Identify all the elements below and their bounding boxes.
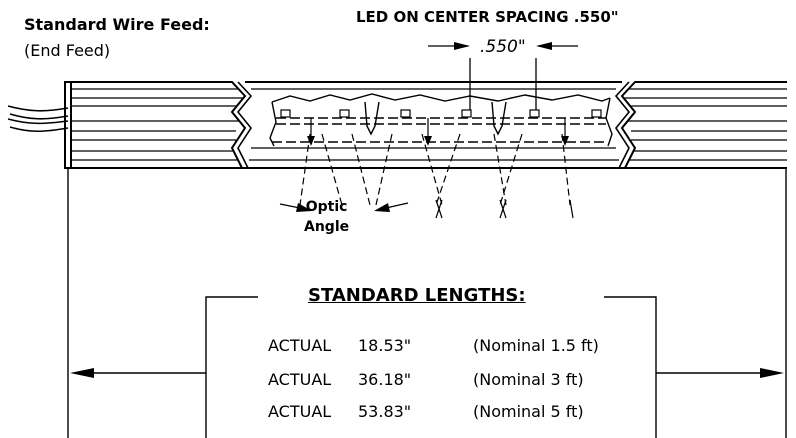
- ribs-left: [71, 88, 243, 161]
- length-nominal: (Nominal 3 ft): [473, 370, 584, 389]
- clip-1: [364, 101, 380, 136]
- strip-left-segment: [71, 81, 247, 169]
- cutaway-right-edge: [605, 97, 613, 147]
- length-value: 36.18": [358, 370, 412, 389]
- optic-arrow-left: [296, 203, 312, 212]
- length-value: 18.53": [358, 336, 412, 355]
- ribs-middle: [249, 88, 619, 161]
- optic-label-line2: Angle: [304, 219, 350, 235]
- length-arrow-right: [760, 368, 784, 378]
- led-packages: [280, 109, 602, 118]
- length-nominal: (Nominal 1.5 ft): [473, 336, 599, 355]
- optic-arrow-right-line: [385, 202, 409, 209]
- wire-1: [7, 105, 69, 112]
- break-line-right: [614, 81, 631, 169]
- length-nominal: (Nominal 5 ft): [473, 402, 584, 421]
- length-arrow-left: [70, 368, 94, 378]
- light-arrows: [310, 118, 566, 140]
- clip-2: [491, 101, 507, 136]
- break-line-left: [236, 81, 253, 169]
- optic-label-line1: Optic: [305, 199, 348, 215]
- length-value: 53.83": [358, 402, 412, 421]
- wire-4: [9, 126, 69, 133]
- length-label: ACTUAL: [268, 370, 332, 389]
- page-subtitle: (End Feed): [24, 41, 111, 60]
- spacing-dimension-label: .550": [480, 37, 526, 57]
- spacing-title: LED ON CENTER SPACING .550": [356, 8, 619, 26]
- wire-2: [9, 113, 69, 120]
- length-label: ACTUAL: [268, 336, 332, 355]
- strip-right-segment: [620, 81, 787, 169]
- end-cap: [64, 81, 72, 169]
- optic-angle-label: Optic Angle: [304, 197, 349, 237]
- wire-3: [7, 118, 69, 125]
- spacing-arrow-left: [454, 42, 470, 50]
- page-title: Standard Wire Feed:: [24, 15, 210, 34]
- length-label: ACTUAL: [268, 402, 332, 421]
- cutaway-outline: [271, 93, 611, 103]
- lengths-box: [205, 296, 657, 438]
- lengths-title: STANDARD LENGTHS:: [308, 285, 526, 306]
- optic-arrow-left-line: [279, 203, 301, 209]
- cutaway-left-edge: [269, 101, 277, 147]
- optic-angle-lines: [299, 133, 574, 219]
- optic-arrow-right: [374, 203, 390, 212]
- ribs-right: [624, 88, 787, 161]
- spacing-arrow-right: [536, 42, 552, 50]
